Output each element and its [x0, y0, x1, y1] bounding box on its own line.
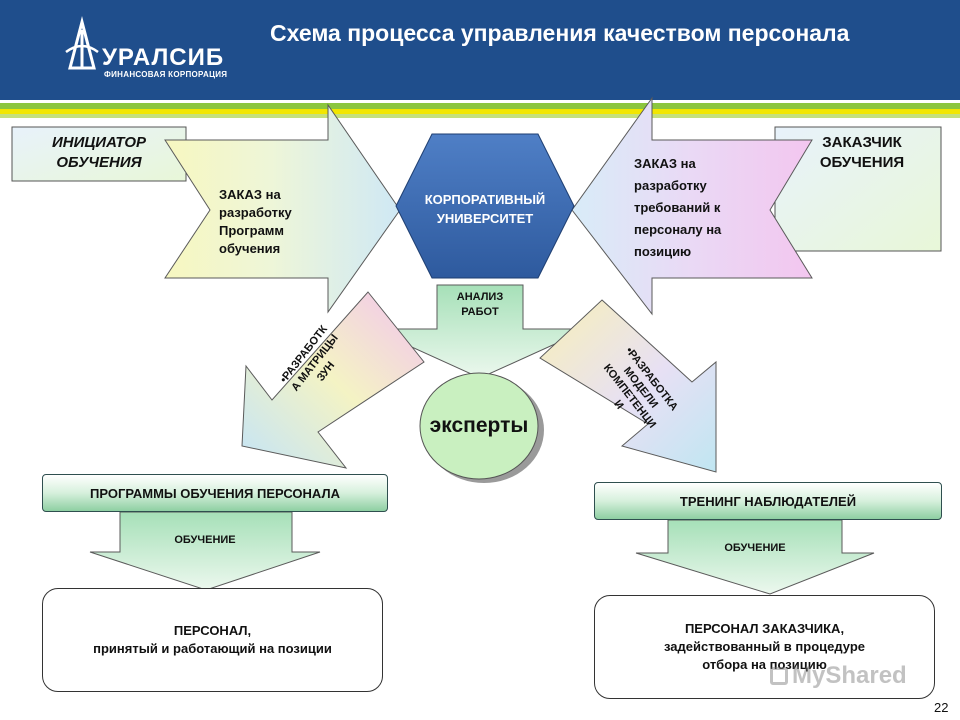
order-programs-text: ЗАКАЗ на разработку Программ обучения — [219, 187, 292, 256]
initiator-label: ИНИЦИАТОР ОБУЧЕНИЯ — [51, 134, 147, 171]
order-requirements-arrow — [571, 96, 813, 316]
staff-box: ПЕРСОНАЛ, принятый и работающий на позиц… — [42, 588, 383, 692]
initiator-box — [11, 126, 187, 182]
customer-label: ЗАКАЗЧИК ОБУЧЕНИЯ — [819, 134, 905, 171]
header-stripe-yellow — [0, 109, 960, 114]
header-stripe-lightgreen — [0, 114, 960, 118]
programs-bar: ПРОГРАММЫ ОБУЧЕНИЯ ПЕРСОНАЛА — [42, 474, 388, 512]
header-band — [0, 0, 960, 100]
competence-arrow — [539, 299, 717, 473]
header-stripe-white — [0, 100, 960, 103]
logo-subtitle: ФИНАНСОВАЯ КОРПОРАЦИЯ — [104, 70, 228, 79]
corporate-university-label: КОРПОРАТИВНЫЙ УНИВЕРСИТЕТ — [424, 192, 546, 226]
page-title: Схема процесса управления качеством перс… — [270, 20, 850, 46]
logo-name: УРАЛСИБ — [102, 44, 225, 71]
matrix-arrow — [241, 291, 425, 469]
customer-staff-sub1: задействованный в процедуре — [663, 639, 865, 654]
watermark-text: MyShared — [792, 662, 907, 689]
header-stripe-green — [0, 103, 960, 109]
training-left-label: ОБУЧЕНИЕ — [174, 534, 236, 546]
customer-staff-title: ПЕРСОНАЛ ЗАКАЗЧИКА, — [684, 621, 845, 636]
training-arrow-left — [89, 511, 321, 591]
order-programs-arrow — [164, 103, 401, 314]
experts-label: эксперты — [429, 414, 529, 437]
corporate-university-hexagon — [395, 133, 575, 279]
analysis-text: АНАЛИЗ РАБОТ — [456, 291, 504, 318]
training-right-label: ОБУЧЕНИЕ — [724, 542, 786, 554]
experts-ellipse — [419, 372, 539, 480]
page-number: 22 — [934, 700, 949, 715]
customer-staff-box: ПЕРСОНАЛ ЗАКАЗЧИКА, задействованный в пр… — [594, 595, 935, 699]
analysis-arrow — [371, 284, 589, 379]
staff-title: ПЕРСОНАЛ, — [173, 623, 252, 638]
customer-staff-sub2: отбора на позицию — [702, 657, 827, 672]
observer-training-bar: ТРЕНИНГ НАБЛЮДАТЕЛЕЙ — [594, 482, 942, 520]
watermark: MyShared — [770, 662, 907, 690]
staff-subtitle: принятый и работающий на позиции — [93, 641, 332, 656]
order-requirements-text: ЗАКАЗ на разработку требований к персона… — [634, 156, 722, 259]
watermark-icon — [770, 667, 788, 685]
training-arrow-right — [635, 519, 875, 595]
